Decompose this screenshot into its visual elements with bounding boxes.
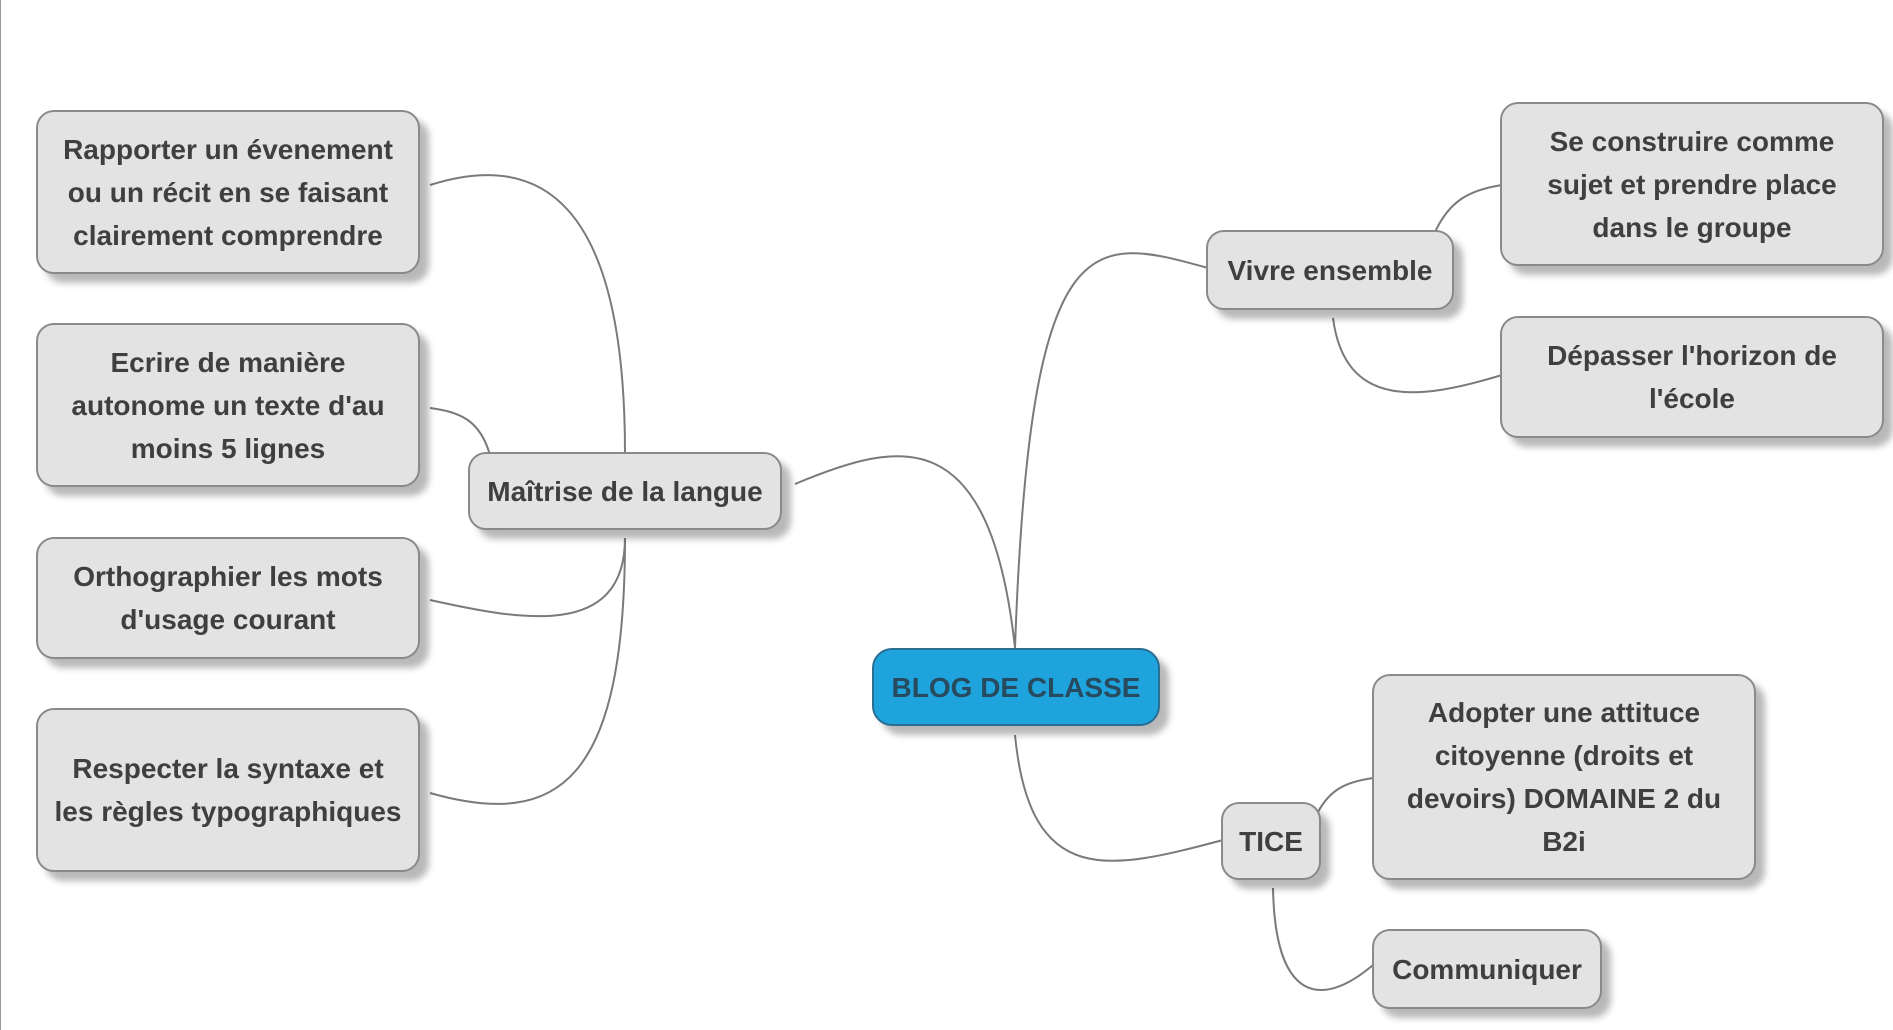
leaf-node-se-construire[interactable]: Se construire comme sujet et prendre pla…: [1500, 102, 1884, 266]
leaf-node-communiquer[interactable]: Communiquer: [1372, 929, 1602, 1009]
connector-maitrise-child-3: [429, 537, 626, 618]
leaf-label: Rapporter un évenement ou un récit en se…: [63, 133, 393, 251]
leaf-node-depasser[interactable]: Dépasser l'horizon de l'école: [1500, 316, 1884, 438]
leaf-label: Orthographier les mots d'usage courant: [73, 561, 383, 635]
connector-tice-child-2: [1272, 887, 1374, 991]
mindmap-center-node[interactable]: BLOG DE CLASSE: [872, 648, 1160, 726]
branch-node-maitrise[interactable]: Maîtrise de la langue: [468, 452, 782, 530]
leaf-node-rapporter[interactable]: Rapporter un évenement ou un récit en se…: [36, 110, 420, 274]
leaf-label: Communiquer: [1392, 953, 1582, 985]
connector-center-vivre: [1014, 252, 1209, 649]
leaf-node-ecrire[interactable]: Ecrire de manière autonome un texte d'au…: [36, 323, 420, 487]
leaf-label: Dépasser l'horizon de l'école: [1547, 340, 1837, 414]
branch-label-tice: TICE: [1239, 825, 1303, 857]
leaf-node-respecter[interactable]: Respecter la syntaxe et les règles typog…: [36, 708, 420, 872]
branch-label-maitrise: Maîtrise de la langue: [487, 475, 763, 507]
leaf-node-orthographier[interactable]: Orthographier les mots d'usage courant: [36, 537, 420, 659]
connector-center-maitrise: [794, 455, 1016, 649]
leaf-label: Se construire comme sujet et prendre pla…: [1547, 125, 1837, 243]
center-node-label: BLOG DE CLASSE: [891, 671, 1141, 703]
connector-vivre-child-2: [1332, 317, 1503, 394]
connector-vivre-child-1: [1434, 184, 1503, 233]
branch-node-tice[interactable]: TICE: [1221, 802, 1321, 880]
page-left-edge: [0, 0, 1, 1030]
leaf-label: Ecrire de manière autonome un texte d'au…: [71, 346, 385, 464]
leaf-label: Respecter la syntaxe et les règles typog…: [54, 753, 402, 827]
connector-center-tice: [1014, 734, 1224, 862]
branch-label-vivre: Vivre ensemble: [1227, 254, 1433, 286]
connector-tice-child-1: [1317, 777, 1374, 813]
connector-maitrise-trunk-down: [429, 537, 626, 805]
leaf-label: Adopter une attituce citoyenne (droits e…: [1406, 697, 1722, 857]
leaf-node-adopter[interactable]: Adopter une attituce citoyenne (droits e…: [1372, 674, 1756, 880]
connector-maitrise-child-2: [429, 407, 626, 457]
connector-maitrise-trunk-up: [429, 174, 626, 454]
branch-node-vivre[interactable]: Vivre ensemble: [1206, 230, 1454, 310]
